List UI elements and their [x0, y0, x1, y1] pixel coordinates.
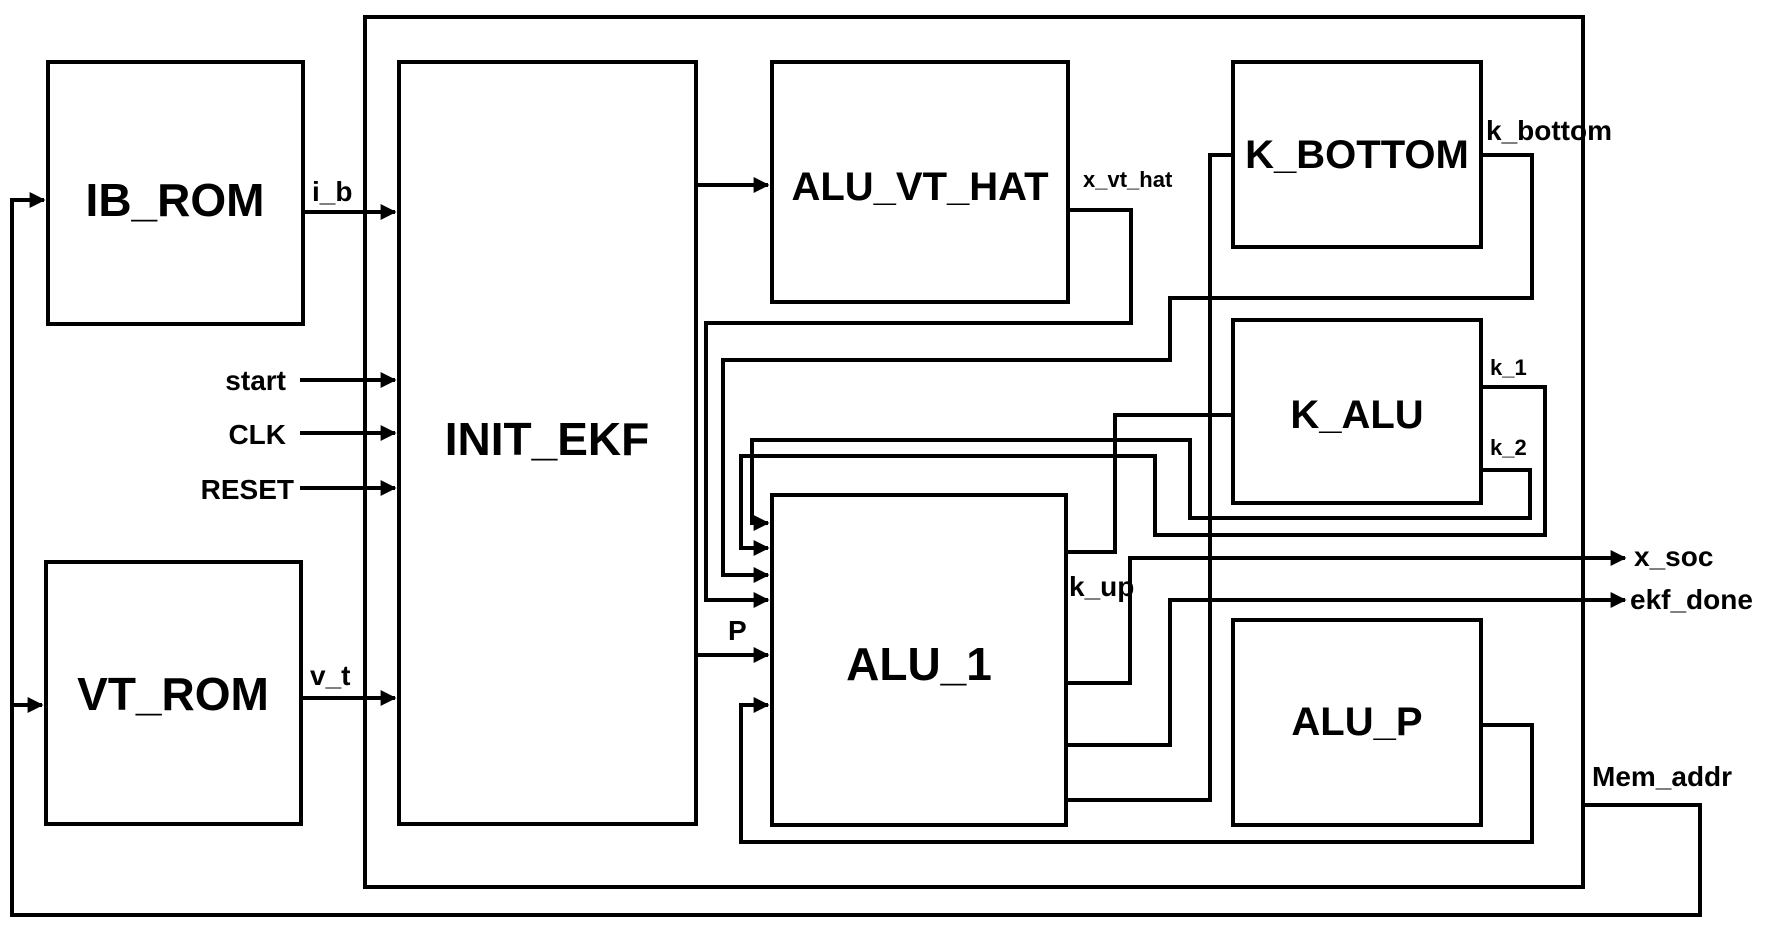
wire-x-soc: [1066, 550, 1627, 685]
alu-1-label: ALU_1: [846, 638, 992, 690]
label-k-2: k_2: [1490, 435, 1527, 460]
ib-rom-block: IB_ROM: [46, 60, 305, 326]
k-alu-label: K_ALU: [1290, 393, 1423, 437]
wire-alu1-to-k-alu: [1066, 413, 1233, 554]
wire-ekf-done: [1066, 592, 1627, 747]
alu-vt-hat-block: ALU_VT_HAT: [770, 60, 1070, 304]
label-start: start: [225, 365, 286, 396]
k-alu-block: K_ALU: [1231, 318, 1483, 505]
wire-alu1-to-k-bottom: [1066, 153, 1233, 802]
ib-rom-label: IB_ROM: [86, 174, 265, 226]
wire-mem-addr: [10, 192, 1702, 917]
alu-p-block: ALU_P: [1231, 618, 1483, 827]
wire-k-bottom: [721, 153, 1534, 583]
label-x-soc: x_soc: [1634, 541, 1713, 572]
system-boundary: [363, 15, 1585, 889]
init-ekf-block: INIT_EKF: [397, 60, 698, 826]
wire-alu-p: [739, 697, 1534, 844]
k-bottom-block: K_BOTTOM: [1231, 60, 1483, 249]
vt-rom-label: VT_ROM: [77, 668, 269, 720]
label-clk: CLK: [228, 419, 286, 450]
label-mem-addr: Mem_addr: [1592, 761, 1732, 792]
label-k-up: k_up: [1069, 571, 1134, 602]
alu-p-label: ALU_P: [1291, 700, 1422, 744]
init-ekf-label: INIT_EKF: [445, 413, 649, 465]
label-i-b: i_b: [312, 176, 352, 207]
label-x-vt-hat: x_vt_hat: [1083, 167, 1173, 192]
wire-k-1: [739, 385, 1547, 556]
label-ekf-done: ekf_done: [1630, 584, 1753, 615]
wire-k-2: [750, 438, 1532, 531]
label-p: P: [728, 615, 747, 646]
label-k-bottom: k_bottom: [1486, 115, 1612, 146]
wire-x-vt-hat: [704, 208, 1133, 608]
label-v-t: v_t: [310, 660, 350, 691]
alu-1-block: ALU_1: [770, 493, 1068, 827]
label-k-1: k_1: [1490, 355, 1527, 380]
alu-vt-hat-label: ALU_VT_HAT: [791, 165, 1048, 209]
vt-rom-block: VT_ROM: [44, 560, 303, 826]
k-bottom-label: K_BOTTOM: [1245, 133, 1469, 177]
label-reset: RESET: [201, 474, 294, 505]
